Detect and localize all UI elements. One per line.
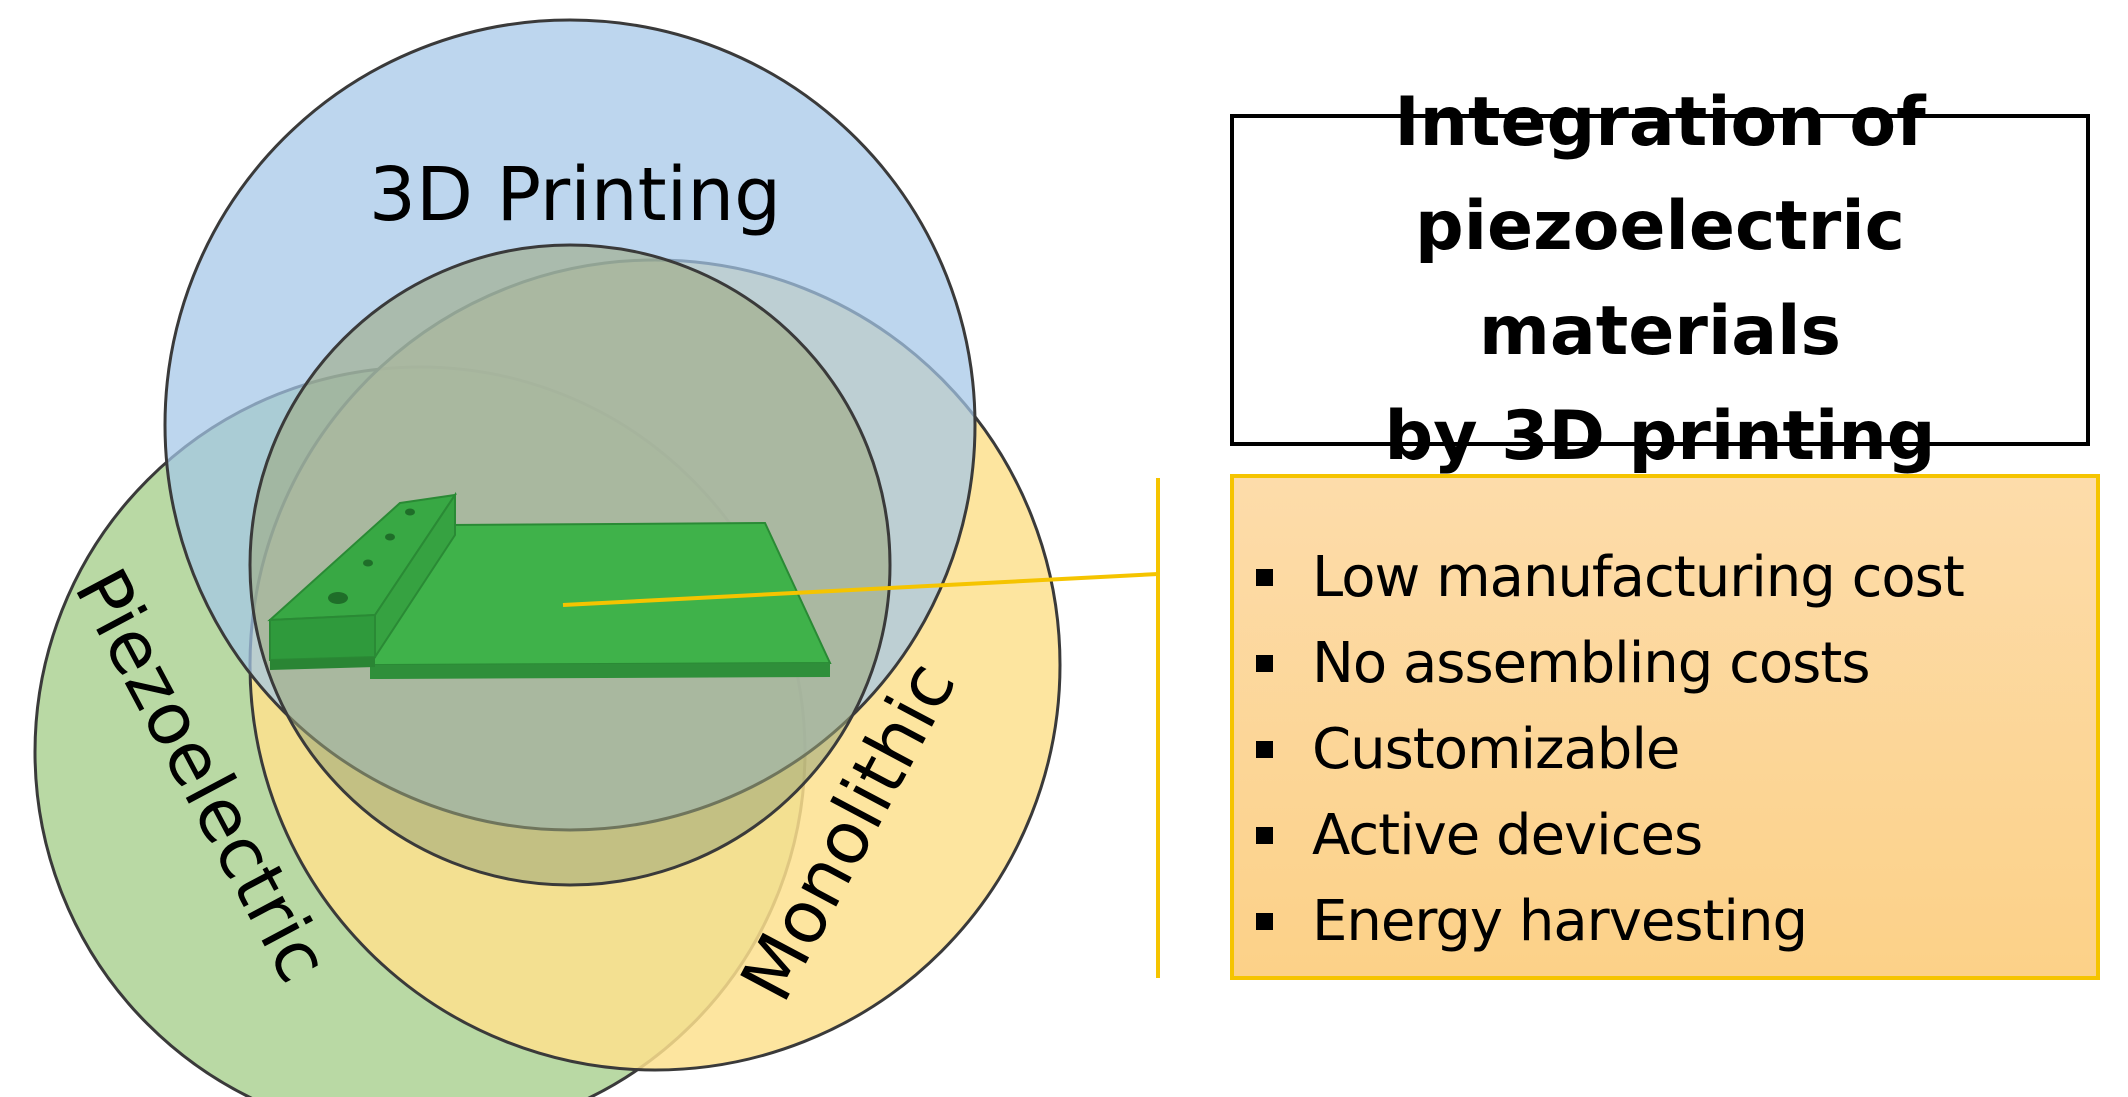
list-item: Energy harvesting [1256, 878, 2096, 964]
benefits-list: Low manufacturing cost No assembling cos… [1234, 478, 2096, 964]
square-bullet-icon [1256, 568, 1273, 586]
square-bullet-icon [1256, 912, 1273, 930]
title-line-2: piezoelectric materials [1415, 187, 1905, 371]
device-illustration [267, 491, 832, 679]
list-item: No assembling costs [1256, 620, 2096, 706]
list-item: Active devices [1256, 792, 2096, 878]
list-item: Customizable [1256, 706, 2096, 792]
title-line-1: Integration of [1394, 82, 1926, 162]
benefit-text: Low manufacturing cost [1312, 544, 1965, 610]
benefit-text: Customizable [1312, 716, 1680, 782]
list-item: Low manufacturing cost [1256, 534, 2096, 620]
benefit-text: No assembling costs [1312, 630, 1870, 696]
title-line-3: by 3D printing [1384, 396, 1936, 476]
title-text: Integration of piezoelectric materials b… [1234, 71, 2086, 490]
benefit-text: Active devices [1312, 802, 1703, 868]
venn-diagram: 3D Printing Piezoelectric Monolithic [33, 18, 1160, 1097]
benefits-box: Low manufacturing cost No assembling cos… [1230, 474, 2100, 980]
venn-label-3d-printing: 3D Printing [369, 152, 781, 238]
leader-line [562, 572, 1159, 607]
square-bullet-icon [1256, 826, 1273, 844]
square-bullet-icon [1256, 740, 1273, 758]
title-box: Integration of piezoelectric materials b… [1230, 83, 2090, 476]
square-bullet-icon [1256, 654, 1273, 672]
benefit-text: Energy harvesting [1312, 888, 1808, 954]
